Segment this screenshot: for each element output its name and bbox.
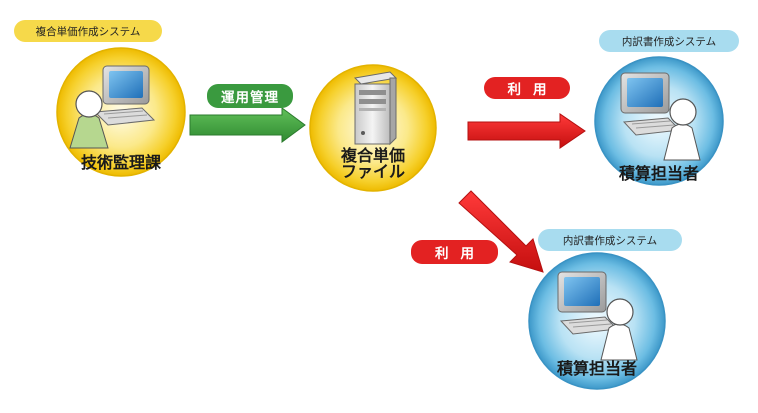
right-system-tag-bottom: 内訳書作成システム (538, 229, 682, 251)
admin-label: 技術監理課 (80, 153, 161, 172)
use-label-top-text: 利用 (507, 82, 559, 98)
person-icon (69, 90, 109, 149)
use-arrow-top (467, 113, 586, 149)
person-icon (600, 298, 638, 361)
operation-arrow (189, 107, 306, 143)
use-label-top: 利用 (484, 77, 570, 99)
use-label-bottom-text: 利用 (435, 246, 486, 262)
left-system-tag: 複合単価作成システム (14, 20, 162, 42)
person-icon (663, 98, 701, 161)
operation-label: 運用管理 (207, 84, 293, 108)
file-label-line2: ファイル (340, 162, 405, 181)
estimator-top-label: 積算担当者 (618, 164, 699, 183)
use-label-bottom: 利用 (411, 240, 498, 264)
use-arrow-bottom (458, 190, 544, 273)
computer-icon (557, 271, 619, 335)
computer-icon (93, 65, 156, 126)
right-system-tag-top: 内訳書作成システム (599, 30, 739, 52)
computer-icon (620, 72, 682, 136)
server-icon (353, 71, 398, 146)
estimator-bottom-label: 積算担当者 (556, 359, 637, 378)
file-label-line1: 複合単価 (340, 146, 405, 165)
